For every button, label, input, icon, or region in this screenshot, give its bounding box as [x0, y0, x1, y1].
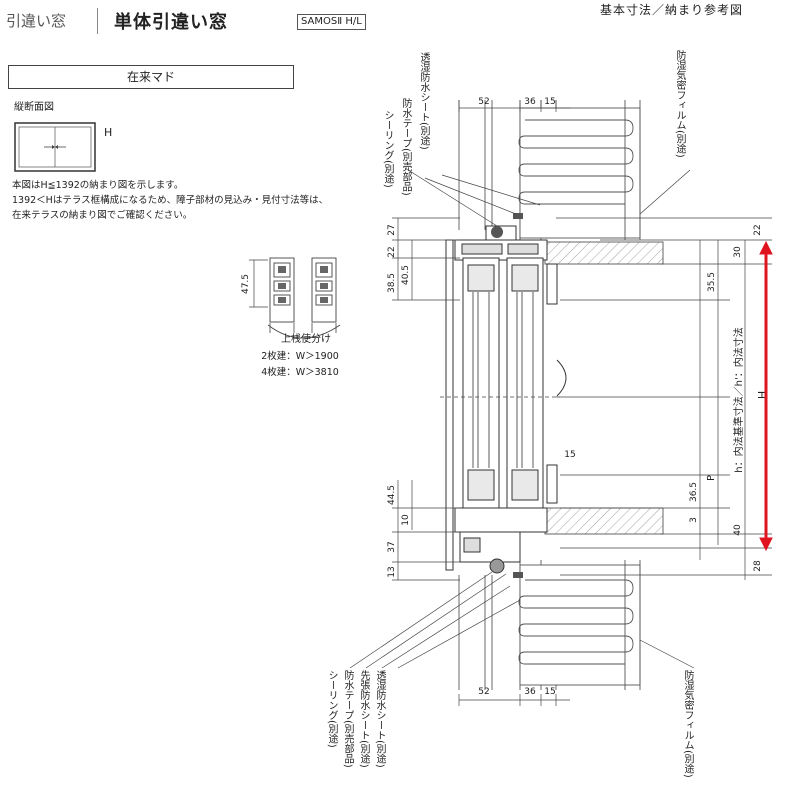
sealant-details	[491, 213, 523, 578]
callout-leaders-bottom	[349, 571, 695, 669]
note-line: 1392＜Hはテラス框構成になるため、障子部材の見込み・見付寸法等は、	[12, 195, 329, 206]
exterior-trim	[445, 239, 454, 571]
right-dim: 22	[753, 224, 763, 235]
left-dim: 13	[387, 566, 397, 577]
bottom-dim: 36	[524, 687, 536, 697]
frame-sill	[454, 507, 548, 574]
insulation-upper	[518, 100, 641, 240]
bottom-dim: 15	[544, 687, 555, 697]
h-dimension-arrow	[759, 240, 773, 552]
thumb-h-label: H	[104, 126, 112, 139]
series-badge: SAMOSⅡ H/L	[297, 14, 366, 30]
sash-pair	[462, 257, 544, 509]
interior-trim	[546, 263, 567, 504]
detail-dim: 47.5	[241, 274, 251, 294]
sill-lumber	[544, 507, 664, 535]
glass-panes	[472, 292, 534, 468]
insulation-lower	[518, 560, 641, 690]
category-label: 引違い窓	[6, 12, 67, 30]
callout-leaders-top	[404, 167, 691, 227]
right-dim: 40	[733, 524, 743, 536]
right-dim: 28	[753, 560, 763, 572]
right-dim: 36.5	[689, 482, 699, 502]
callout-vapor-film-top: 防湿気密フィルム(別途)	[674, 50, 685, 158]
note-line: 在来テラスの納まり図でご確認ください。	[12, 210, 193, 221]
window-thumbnail: H	[14, 122, 112, 172]
inner-dimension-label: h：内法基準寸法／h'：内法寸法	[732, 327, 745, 472]
left-dimension-lines	[392, 217, 460, 581]
left-dim: 27	[387, 224, 397, 235]
right-dim: 30	[733, 246, 743, 258]
top-dimension-line	[458, 100, 570, 112]
top-dim: 15	[544, 97, 555, 107]
detail-line1: 2枚建：W＞1900	[261, 350, 339, 362]
callout-waterproof-tape-bottom: 防水テープ(別売部品)	[342, 670, 353, 768]
section-notes: 本図はH≦1392の納まり図を示します。 1392＜Hはテラス框構成になるため、…	[12, 178, 342, 223]
callout-sealing-bottom: シーリング(別途)	[326, 670, 337, 748]
callout-sealing-top: シーリング(別途)	[382, 110, 393, 188]
section-label-box: 在来マド	[8, 65, 294, 89]
callout-pre-waterproof-sheet: 先張防水シート(別途)	[358, 670, 369, 768]
bottom-dim: 52	[478, 687, 489, 697]
left-dim: 22	[387, 246, 397, 257]
right-dim: 15	[564, 450, 575, 460]
section-subtitle: 縦断面図	[14, 102, 54, 113]
page-title: 単体引違い窓	[114, 12, 228, 33]
left-dim: 40.5	[401, 265, 411, 285]
left-dim: 37	[387, 541, 397, 552]
note-line: 本図はH≦1392の納まり図を示します。	[12, 180, 184, 191]
right-dim: 3	[689, 517, 699, 523]
right-dim: 35.5	[707, 272, 717, 292]
drawing-type-title: 基本寸法／納まり参考図	[600, 3, 744, 17]
left-dim: 44.5	[387, 485, 397, 505]
detail-line2: 4枚建：W＞3810	[261, 366, 339, 378]
detail-caption: 上桟使分け	[281, 332, 331, 345]
callout-vapor-film-bottom: 防湿気密フィルム(別途)	[682, 670, 693, 778]
callout-breathable-sheet-bottom: 透湿防水シート(別途)	[374, 670, 385, 768]
bottom-dimension-line	[458, 694, 570, 706]
right-dimension-lines	[556, 217, 772, 580]
callout-breathable-sheet-top: 透湿防水シート(別途)	[418, 52, 429, 150]
head-lintel	[544, 241, 664, 265]
top-dim: 36	[524, 97, 536, 107]
top-dim: 52	[478, 97, 489, 107]
h-label: H	[756, 391, 769, 399]
left-dim: 38.5	[387, 273, 397, 293]
left-dim: 10	[401, 514, 411, 526]
p-label: P	[706, 475, 717, 481]
header-divider	[97, 8, 98, 34]
top-rail-detail: 47.5 上桟使分け 2枚建：W＞1900 4枚建：W＞3810	[241, 257, 341, 378]
callout-waterproof-tape-top: 防水テープ(別売部品)	[400, 98, 411, 196]
